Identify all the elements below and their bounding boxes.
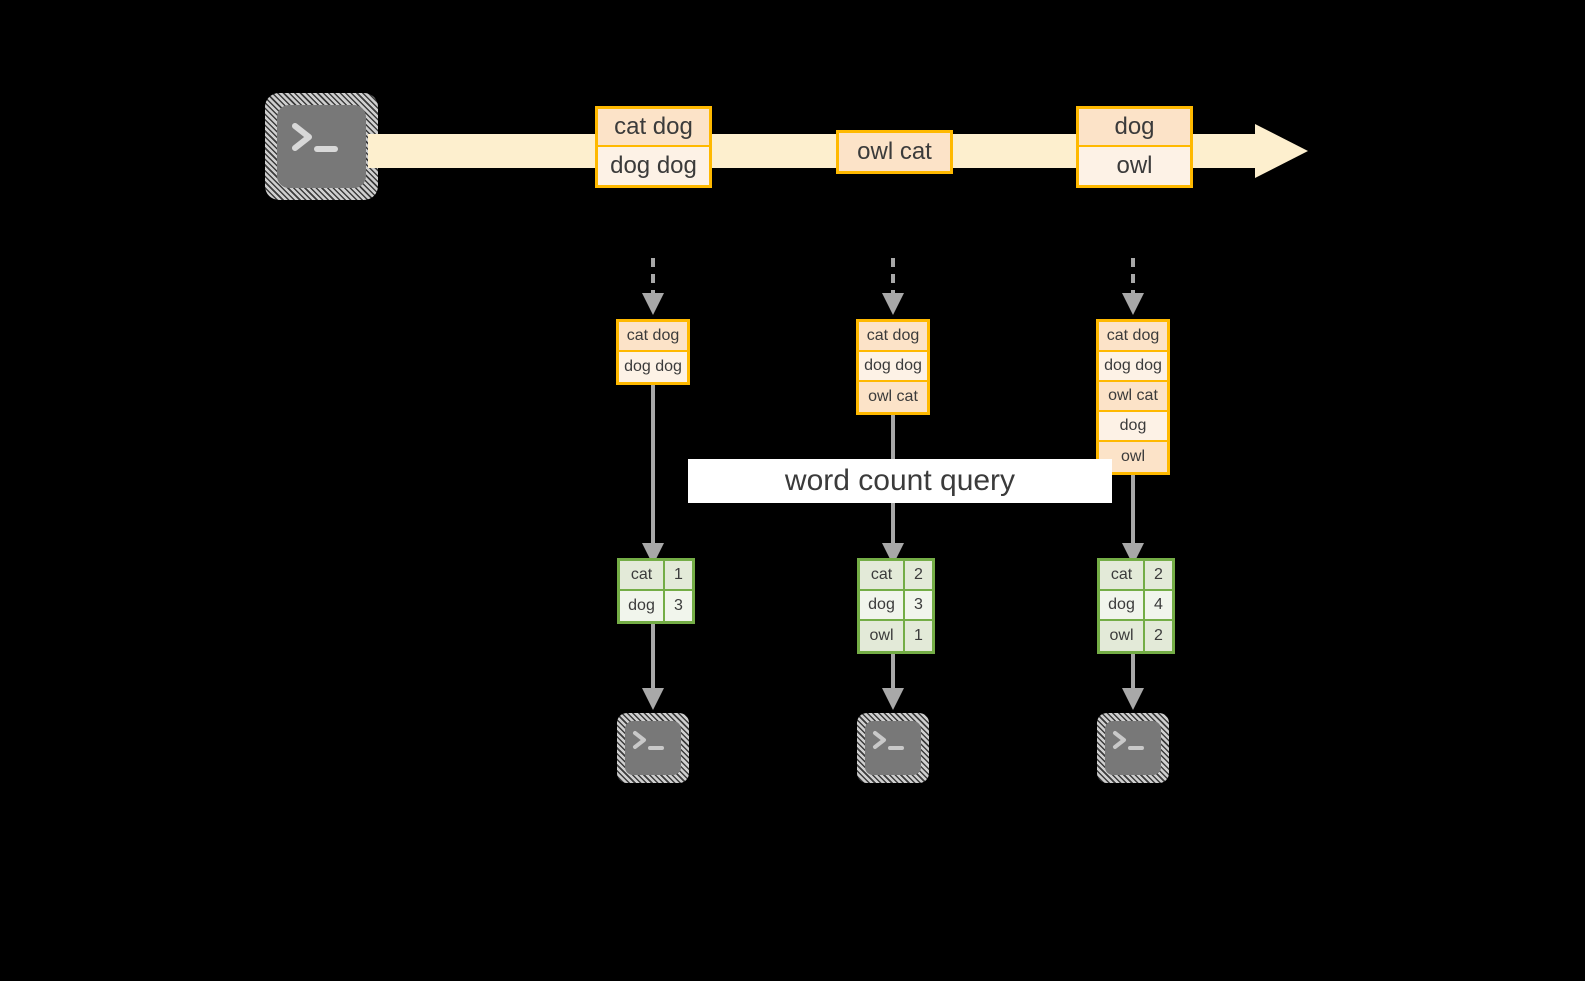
- snapshot-input-row: cat dog: [619, 322, 687, 352]
- snapshot-input-row: owl cat: [1099, 382, 1167, 412]
- result-word: owl: [1100, 621, 1145, 651]
- sink-connector-arrowhead-3: [1122, 688, 1144, 710]
- result-word: dog: [860, 591, 905, 619]
- table-row: cat 1: [620, 561, 692, 591]
- sink-connector-2: [891, 654, 895, 692]
- query-label: word count query: [688, 459, 1112, 503]
- snapshot-input-row: dog dog: [619, 352, 687, 382]
- table-row: owl 1: [860, 621, 932, 651]
- stream-batch-2[interactable]: owl cat: [836, 130, 953, 174]
- result-count: 4: [1145, 591, 1172, 619]
- result-word: dog: [620, 591, 665, 621]
- sink-terminal-icon-1[interactable]: [617, 713, 689, 783]
- stream-batch-3[interactable]: dog owl: [1076, 106, 1193, 188]
- terminal-prompt-glyph: [265, 93, 378, 200]
- snapshot-input-row: dog dog: [1099, 352, 1167, 382]
- snapshot-trigger-arrowhead-2: [882, 293, 904, 315]
- result-word: owl: [860, 621, 905, 651]
- sink-terminal-icon-3[interactable]: [1097, 713, 1169, 783]
- snapshot-input-stack-1[interactable]: cat dog dog dog: [616, 319, 690, 385]
- sink-connector-3: [1131, 654, 1135, 692]
- sink-connector-1: [651, 624, 655, 692]
- result-count: 2: [1145, 621, 1172, 651]
- stream-batch-1[interactable]: cat dog dog dog: [595, 106, 712, 188]
- table-row: dog 4: [1100, 591, 1172, 621]
- source-terminal-icon[interactable]: [265, 93, 378, 200]
- table-row: cat 2: [1100, 561, 1172, 591]
- stream-record: dog dog: [598, 147, 709, 185]
- result-count: 2: [905, 561, 932, 589]
- result-word: cat: [1100, 561, 1145, 589]
- table-row: dog 3: [860, 591, 932, 621]
- result-table-2[interactable]: cat 2 dog 3 owl 1: [857, 558, 935, 654]
- sink-terminal-icon-2[interactable]: [857, 713, 929, 783]
- terminal-prompt-glyph: [857, 713, 929, 783]
- snapshot-input-stack-2[interactable]: cat dog dog dog owl cat: [856, 319, 930, 415]
- stream-record: dog: [1079, 109, 1190, 147]
- snapshot-trigger-arrowhead-1: [642, 293, 664, 315]
- result-count: 3: [905, 591, 932, 619]
- table-row: owl 2: [1100, 621, 1172, 651]
- result-count: 3: [665, 591, 692, 621]
- snapshot-input-row: cat dog: [859, 322, 927, 352]
- result-count: 1: [905, 621, 932, 651]
- result-count: 2: [1145, 561, 1172, 589]
- terminal-prompt-glyph: [617, 713, 689, 783]
- table-row: dog 3: [620, 591, 692, 621]
- result-word: cat: [620, 561, 665, 589]
- snapshot-trigger-dashed-3: [1131, 258, 1135, 295]
- snapshot-input-row: owl cat: [859, 382, 927, 412]
- stream-arrowhead: [1255, 124, 1308, 178]
- snapshot-input-stack-3[interactable]: cat dog dog dog owl cat dog owl: [1096, 319, 1170, 475]
- query-connector-3: [1131, 475, 1135, 548]
- sink-connector-arrowhead-2: [882, 688, 904, 710]
- query-connector-1: [651, 385, 655, 548]
- stream-record: owl: [1079, 147, 1190, 185]
- result-word: cat: [860, 561, 905, 589]
- stream-record: cat dog: [598, 109, 709, 147]
- snapshot-input-row: dog dog: [859, 352, 927, 382]
- snapshot-input-row: cat dog: [1099, 322, 1167, 352]
- snapshot-trigger-arrowhead-3: [1122, 293, 1144, 315]
- snapshot-input-row: dog: [1099, 412, 1167, 442]
- snapshot-trigger-dashed-1: [651, 258, 655, 295]
- sink-connector-arrowhead-1: [642, 688, 664, 710]
- result-count: 1: [665, 561, 692, 589]
- result-word: dog: [1100, 591, 1145, 619]
- table-row: cat 2: [860, 561, 932, 591]
- stream-record: owl cat: [839, 133, 950, 171]
- result-table-3[interactable]: cat 2 dog 4 owl 2: [1097, 558, 1175, 654]
- result-table-1[interactable]: cat 1 dog 3: [617, 558, 695, 624]
- terminal-prompt-glyph: [1097, 713, 1169, 783]
- snapshot-trigger-dashed-2: [891, 258, 895, 295]
